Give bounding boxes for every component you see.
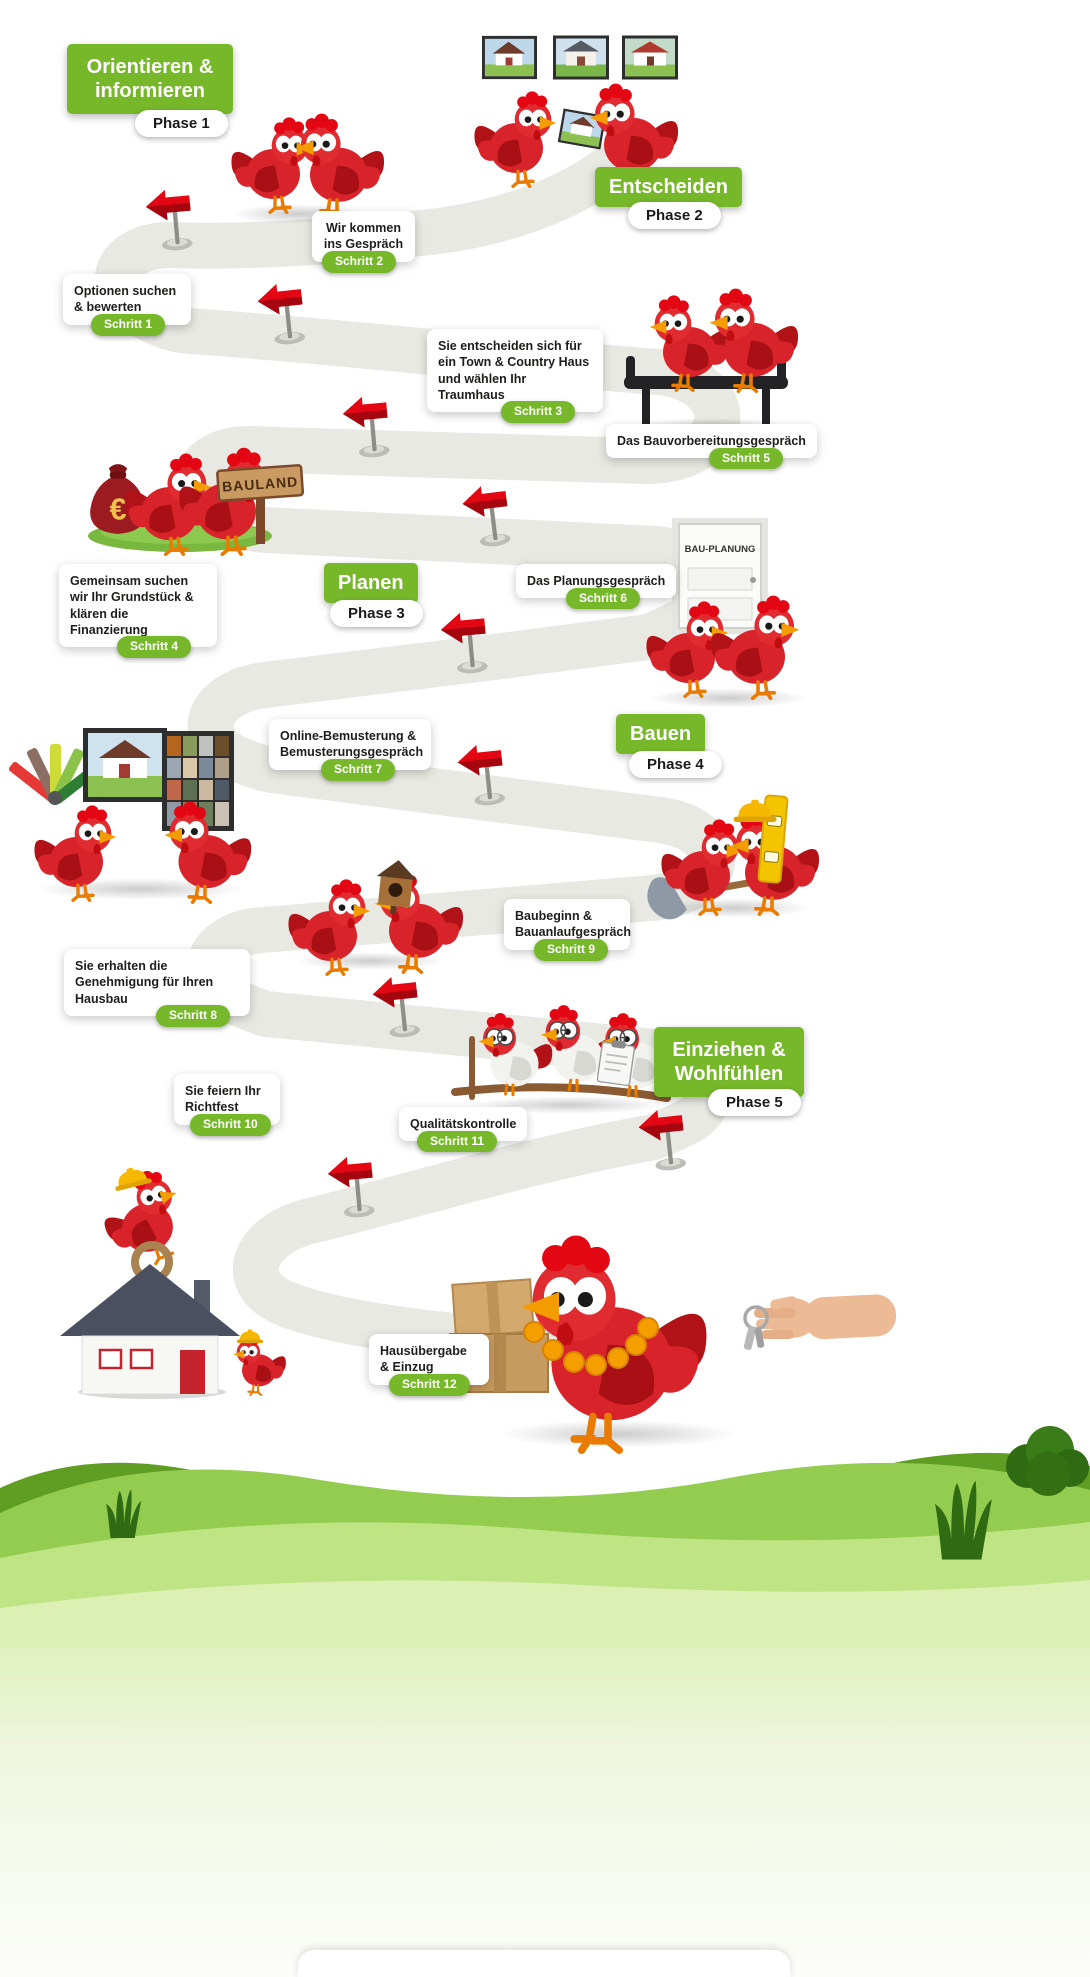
flag-marker-icon [458,477,526,552]
rooster-mascot-icon [697,285,805,393]
step-box-8: Sie erhalten die Genehmigung für Ihren H… [64,949,250,1027]
step-label: Baubeginn & Bauanlaufgespräch [515,909,632,940]
step-badge: Schritt 9 [534,938,609,961]
house-photo-frame-icon [553,35,609,80]
step-badge: Schritt 12 [389,1373,470,1396]
step-label: Das Planungsgespräch [527,574,666,588]
step-box-1: Optionen suchen & bewerten Schritt 1 [63,274,191,336]
rooster-mascot-icon [28,802,128,902]
hard-hat-icon [236,1328,264,1346]
house-photo-frame-icon [83,728,167,802]
phase-label: Bauen [630,723,692,745]
step-box-10: Sie feiern Ihr Richtfest Schritt 10 [174,1074,280,1136]
bottom-background [0,1630,1090,1977]
step-label: Wir kommen ins Gespräch [323,221,404,252]
flag-marker-icon [369,968,436,1042]
flag-marker-icon [635,1101,702,1175]
hard-hat-icon [732,798,778,826]
rooster-mascot-icon [283,110,391,218]
color-fan-icon [9,744,102,805]
flag-marker-icon [437,605,503,678]
step-label: Sie erhalten die Genehmigung für Ihren H… [75,959,214,1006]
phase-badge-1: Phase 1 [135,110,228,137]
grass-tuft-icon [106,1488,142,1538]
step-badge: Schritt 3 [501,401,576,423]
step-badge: Schritt 6 [566,587,641,610]
flag-marker-icon [254,275,321,349]
bauland-sign-label: BAULAND [222,473,299,494]
step-box-7: Online-Bemusterung & Bemusterungsgespräc… [269,719,431,781]
bush-icon [1006,1426,1089,1496]
flag-marker-icon [324,1149,390,1222]
phase-box-3: Planen [324,563,418,603]
phase-badge-5: Phase 5 [708,1089,801,1116]
bauland-sign: BAULAND [216,464,305,544]
photo-in-beak-icon [557,108,607,150]
necklace-icon [523,1317,659,1376]
step-badge: Schritt 1 [91,313,166,336]
rooster-mascot-icon [468,88,568,188]
step-box-9: Baubeginn & Bauanlaufgespräch Schritt 9 [504,899,632,961]
step-badge: Schritt 2 [322,250,397,273]
phase-badge-4: Phase 4 [629,751,722,778]
phase-badge-2: Phase 2 [628,202,721,229]
rooster-mascot-icon [152,798,258,904]
branch-icon [451,1036,671,1102]
hand-with-keys-icon [743,1294,897,1350]
phase-box-1: Orientieren & informieren [67,44,233,114]
step-badge: Schritt 4 [117,636,192,658]
birdhouse-icon [376,860,417,915]
phase-label: Entscheiden [609,176,728,198]
clipboard-icon [596,1040,635,1087]
house-keychain-icon [60,1241,240,1399]
phase-label: Planen [338,572,404,594]
phase-box-4: Bauen [616,714,706,754]
bau-planung-sign-label: BAU-PLANUNG [685,544,756,555]
step-box-5: Das Bauvorbereitungsgespräch Schritt 5 [606,424,817,470]
bottom-bar[interactable] [298,1950,790,1977]
step-badge: Schritt 5 [709,447,784,470]
grass-tuft-icon [935,1478,993,1560]
step-badge: Schritt 11 [417,1130,498,1153]
step-box-11: Qualitätskontrolle Schritt 11 [399,1107,528,1153]
phase-box-5: Einziehen & Wohlfühlen [654,1027,804,1097]
bau-planung-door: BAU-PLANUNG [672,518,768,634]
euro-symbol: € [109,492,126,527]
step-box-4: Gemeinsam suchen wir Ihr Grundstück & kl… [59,564,217,658]
flag-marker-icon [142,182,208,255]
house-photo-frame-icon [622,35,678,80]
rooster-mascot-icon [704,592,812,700]
step-badge: Schritt 7 [321,758,396,781]
phase-badge-3: Phase 3 [330,600,423,627]
step-label: Qualitätskontrolle [410,1117,517,1131]
step-label: Gemeinsam suchen wir Ihr Grundstück & kl… [70,574,194,637]
house-photo-frame-icon [482,35,537,80]
step-label: Das Bauvorbereitungsgespräch [617,434,806,448]
phase-label: Orientieren & informieren [86,56,214,102]
step-badge: Schritt 10 [190,1113,271,1136]
step-label: Online-Bemusterung & Bemusterungsgespräc… [280,729,424,760]
step-box-12: Hausübergabe & Einzug Schritt 12 [369,1334,489,1396]
step-badge: Schritt 8 [156,1005,231,1027]
flag-marker-icon [454,736,521,810]
step-box-3: Sie entscheiden sich für ein Town & Coun… [427,329,603,423]
step-box-2: Wir kommen ins Gespräch Schritt 2 [312,211,415,273]
phase-box-2: Entscheiden [595,167,742,207]
flag-marker-icon [339,389,405,462]
step-label: Sie entscheiden sich für ein Town & Coun… [438,339,590,402]
step-label: Optionen suchen & bewerten [74,284,177,315]
step-label: Sie feiern Ihr Richtfest [185,1084,261,1115]
step-box-6: Das Planungsgespräch Schritt 6 [516,564,677,610]
phase-label: Einziehen & Wohlfühlen [672,1039,786,1085]
step-label: Hausübergabe & Einzug [380,1344,467,1375]
